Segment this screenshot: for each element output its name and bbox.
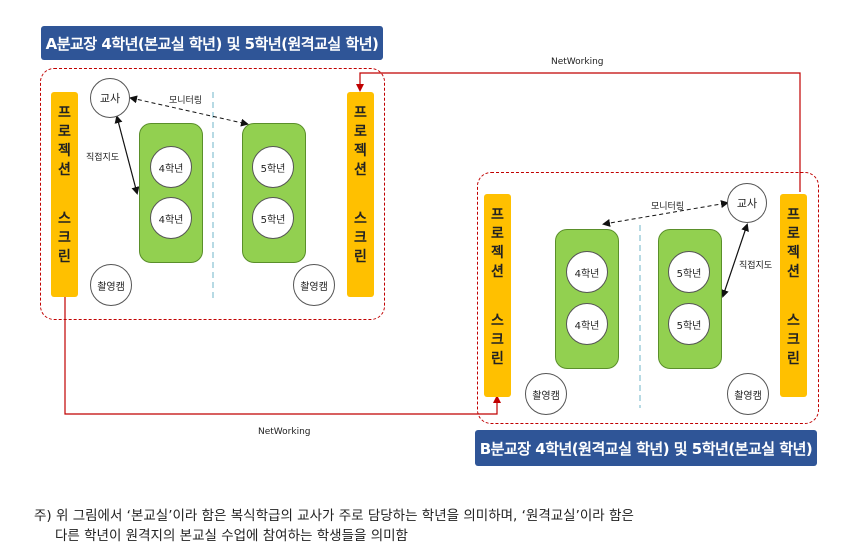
screen-char: 크 — [787, 332, 800, 348]
screen-char: 로 — [354, 124, 367, 140]
screen-char: 프 — [354, 105, 367, 121]
campus-a-camera-right: 촬영캠 — [293, 264, 335, 306]
campus-b-teacher: 교사 — [727, 183, 767, 223]
campus-b-grade4-group — [555, 229, 619, 369]
campus-b-boundary — [477, 172, 819, 424]
screen-char: 프 — [58, 105, 71, 121]
campus-a-monitoring-label: 모니터링 — [169, 96, 203, 106]
campus-b-grade4-student-1: 4학년 — [566, 251, 608, 293]
campus-a-grade4-student-2: 4학년 — [150, 197, 192, 239]
campus-a-monitoring-arrow — [129, 95, 249, 127]
campus-a-guidance-label: 직접지도 — [86, 153, 120, 163]
campus-b-monitoring-label: 모니터링 — [651, 202, 685, 212]
screen-char: 스 — [354, 211, 367, 227]
campus-a-projection-screen-right: 프 로 젝 션 스 크 린 — [347, 92, 374, 297]
footnote-line-2: 다른 학년이 원격지의 본교실 수업에 참여하는 학생들을 의미함 — [55, 528, 408, 544]
campus-b-camera-right: 촬영캠 — [727, 373, 769, 415]
network-line-top — [356, 72, 801, 192]
campus-b-projection-screen-left: 프 로 젝 션 스 크 린 — [484, 194, 511, 397]
campus-a-boundary — [40, 68, 385, 320]
screen-char: 린 — [58, 249, 71, 265]
screen-char: 스 — [58, 211, 71, 227]
screen-char: 린 — [787, 351, 800, 367]
campus-a-grade4-group — [139, 123, 203, 263]
screen-char: 젝 — [354, 143, 367, 159]
screen-char: 크 — [491, 332, 504, 348]
campus-b-guidance-arrow — [721, 223, 749, 298]
campus-a-title: A분교장 4학년(본교실 학년) 및 5학년(원격교실 학년) — [41, 26, 383, 60]
footnote: 주) 위 그림에서 ‘본교실’이라 함은 복식학급의 교사가 주로 담당하는 학… — [34, 506, 634, 546]
campus-b-title: B분교장 4학년(원격교실 학년) 및 5학년(본교실 학년) — [475, 430, 817, 466]
screen-char: 로 — [491, 226, 504, 242]
screen-char: 젝 — [491, 245, 504, 261]
screen-char: 린 — [491, 351, 504, 367]
campus-a-grade5-group — [242, 123, 306, 263]
campus-b-projection-screen-right: 프 로 젝 션 스 크 린 — [780, 194, 807, 397]
screen-char: 젝 — [58, 143, 71, 159]
screen-char: 젝 — [787, 245, 800, 261]
campus-a-grade5-student-2: 5학년 — [252, 197, 294, 239]
screen-char: 크 — [354, 230, 367, 246]
network-line-bottom — [64, 294, 501, 415]
screen-char: 스 — [491, 313, 504, 329]
campus-a-camera-left: 촬영캠 — [90, 264, 132, 306]
screen-char: 로 — [787, 226, 800, 242]
screen-char: 프 — [491, 207, 504, 223]
screen-char: 로 — [58, 124, 71, 140]
screen-char: 션 — [787, 264, 800, 280]
campus-b-guidance-label: 직접지도 — [739, 261, 773, 271]
screen-char: 크 — [58, 230, 71, 246]
screen-char: 스 — [787, 313, 800, 329]
footnote-line-1: 주) 위 그림에서 ‘본교실’이라 함은 복식학급의 교사가 주로 담당하는 학… — [34, 508, 634, 524]
screen-char: 션 — [354, 162, 367, 178]
network-label-bottom: NetWorking — [258, 427, 311, 437]
campus-a-grade5-student-1: 5학년 — [252, 146, 294, 188]
screen-char: 션 — [58, 162, 71, 178]
campus-a-teacher: 교사 — [90, 78, 130, 118]
campus-a-projection-screen-left: 프 로 젝 션 스 크 린 — [51, 92, 78, 297]
campus-b-grade5-group — [658, 229, 722, 369]
network-label-top: NetWorking — [551, 57, 604, 67]
campus-b-grade5-student-1: 5학년 — [668, 251, 710, 293]
campus-a-guidance-arrow — [114, 115, 140, 195]
campus-b-grade5-student-2: 5학년 — [668, 303, 710, 345]
screen-char: 션 — [491, 264, 504, 280]
screen-char: 프 — [787, 207, 800, 223]
campus-b-camera-left: 촬영캠 — [525, 373, 567, 415]
campus-b-grade4-student-2: 4학년 — [566, 303, 608, 345]
campus-a-grade4-student-1: 4학년 — [150, 146, 192, 188]
screen-char: 린 — [354, 249, 367, 265]
